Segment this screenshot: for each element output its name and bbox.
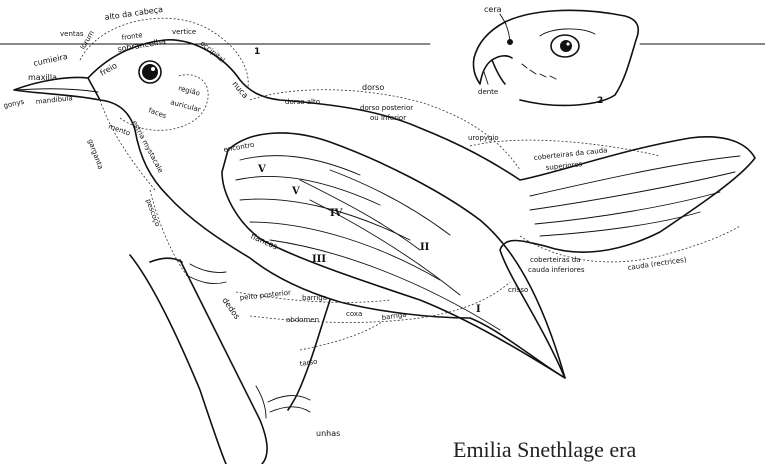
raptor-beak-tomium — [492, 56, 512, 60]
label-nuca: nuca — [230, 80, 249, 101]
label-estria-mystacale: estria mystacale — [130, 119, 164, 174]
raptor-head-inset: cera dente 2 — [473, 5, 638, 106]
body-labels: dorso dorso alto dorso posterior ou infe… — [220, 83, 687, 438]
label-garganta: garganta — [86, 138, 104, 171]
label-crisso: crisso — [508, 286, 528, 294]
label-alto-da-cabeca: alto da cabeça — [104, 5, 164, 22]
label-gonys: gonys — [3, 98, 26, 110]
eye-glint — [151, 67, 155, 71]
head-labels: alto da cabeça ventas cumieira maxilla g… — [3, 5, 250, 228]
label-coberteiras-sup-2: superiores — [545, 160, 583, 172]
raptor-eye-glint — [566, 42, 569, 45]
wing-roman-iii: III — [312, 254, 326, 265]
eye — [142, 64, 158, 80]
label-cauda: cauda (rectrices) — [627, 256, 687, 272]
label-abdomen: abdomen — [286, 316, 319, 324]
label-occipital: occipital — [199, 39, 227, 64]
label-unhas: unhas — [316, 429, 340, 438]
region-tarso — [300, 322, 382, 350]
label-cumieira: cumieira — [33, 52, 69, 68]
wing-remiges — [300, 170, 460, 295]
raptor-beak — [473, 22, 505, 84]
label-barriga: barriga — [302, 294, 327, 302]
label-freio: freio — [99, 61, 119, 78]
label-coxa: coxa — [346, 310, 362, 318]
label-dedos: dedos — [220, 296, 241, 321]
dente-label: dente — [478, 88, 498, 96]
label-dorso-alto: dorso alto — [285, 98, 320, 106]
label-ou-inferior: ou inferior — [370, 114, 406, 122]
label-regiao: região — [177, 84, 200, 97]
label-encontro: encontro — [223, 141, 255, 154]
cera-label: cera — [484, 5, 502, 14]
label-mandibula: mandibula — [35, 94, 73, 106]
raptor-feather-marks — [522, 64, 556, 79]
label-dorso-posterior: dorso posterior — [360, 104, 413, 112]
foot-toes — [256, 386, 310, 418]
label-flancos: flancos — [249, 232, 279, 252]
figure-number-2: 2 — [597, 96, 603, 106]
raptor-pupil — [560, 40, 572, 52]
wing — [222, 133, 565, 378]
label-ventas: ventas — [60, 30, 84, 38]
wing-roman-ii: II — [420, 242, 430, 253]
raptor-head-outline — [505, 10, 638, 105]
label-dorso: dorso — [362, 83, 384, 92]
caption-text: Emilia Snethlage era — [453, 437, 636, 463]
wing-roman-iv: IV — [330, 208, 343, 219]
label-faces: faces — [147, 106, 168, 120]
label-pescoco: pescoço — [144, 198, 161, 228]
wing-roman-v-upper: V — [257, 164, 266, 175]
label-vertice: vertice — [172, 28, 196, 36]
region-boundaries — [80, 18, 740, 350]
wing-roman-v: V — [291, 186, 300, 197]
wing-roman-i: I — [476, 304, 481, 315]
front-toes — [188, 264, 226, 284]
branch-top — [150, 258, 182, 262]
label-mento: mento — [107, 122, 131, 137]
dente-leader — [484, 72, 488, 84]
label-tarso: tarso — [299, 358, 318, 368]
raptor-nostril — [507, 39, 513, 45]
label-coberteiras-inf-1: coberteiras da — [530, 256, 581, 264]
label-peito-posterior: peito posterior — [239, 289, 291, 302]
label-uropygio: uropygio — [468, 134, 499, 142]
label-auricular: auricular — [169, 98, 201, 114]
region-alto-cabeca — [80, 18, 248, 88]
label-maxilla: maxilla — [28, 73, 57, 82]
branch — [130, 255, 267, 464]
label-coberteiras-inf-2: cauda inferiores — [528, 266, 585, 274]
figure-number-1: 1 — [254, 47, 260, 57]
